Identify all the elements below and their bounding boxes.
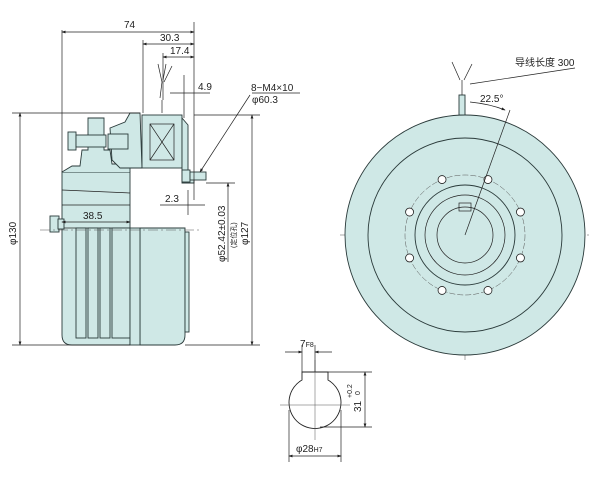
side-view-dimensions: 74 30.3 17.4 4.9 8−M4×10 φ60.3 2.3 38.5 … — [8, 20, 300, 346]
rotor — [139, 227, 186, 346]
bolt-hole — [405, 207, 414, 217]
front-view: 导线长度 300 22.5° — [340, 56, 592, 360]
mounting-screw — [181, 169, 191, 183]
bolt-hole — [405, 253, 414, 263]
bolt-hole — [516, 207, 525, 217]
dim-17-4: 17.4 — [170, 46, 190, 57]
angle-label: 22.5° — [480, 94, 503, 105]
dim-pilot: φ52.42±0.03 — [217, 205, 228, 262]
key-width: 7F8 — [300, 339, 314, 350]
dim-2-3: 2.3 — [165, 194, 179, 205]
bolt-hole — [516, 253, 525, 263]
key-height: 31 — [353, 400, 364, 412]
bolt — [67, 131, 77, 151]
dim-pilot-note: (定位孔) — [229, 222, 238, 248]
dim-4-9: 4.9 — [198, 82, 212, 93]
fins — [75, 227, 131, 339]
key-height-tol-lower: 0 — [355, 391, 362, 395]
keyway-detail: 7F8 31 +0.2 0 φ28H7 — [280, 339, 372, 462]
bolt-holes — [405, 175, 525, 295]
bolt-hole — [483, 286, 493, 295]
dim-30-3: 30.3 — [160, 33, 180, 44]
bore-dia: φ28H7 — [296, 444, 323, 455]
dim-phi130: φ130 — [8, 221, 19, 245]
dim-screws: 8−M4×10 — [251, 83, 294, 94]
key-height-tol-upper: +0.2 — [347, 384, 354, 398]
bolt-hole — [437, 286, 447, 295]
bolt-hole — [437, 175, 447, 184]
dim-74: 74 — [124, 20, 136, 31]
dim-phi127: φ127 — [240, 221, 251, 245]
lead-length-label: 导线长度 300 — [515, 56, 575, 69]
dim-pcd: φ60.3 — [252, 95, 278, 106]
bore — [436, 206, 494, 264]
dim-38-5: 38.5 — [83, 211, 103, 222]
side-view — [40, 63, 207, 346]
